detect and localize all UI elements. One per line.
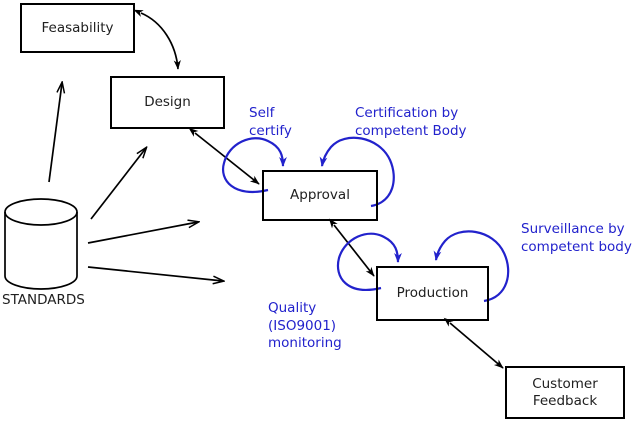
standards-cylinder-shape [4,198,78,290]
connector-production-customer-feedback [443,317,504,369]
connector-feasability-design [133,9,181,70]
loop-certification-by-competent-body [319,136,395,208]
node-customer-feedback[interactable]: Customer Feedback [505,366,625,419]
node-approval-label: Approval [290,187,350,204]
node-production[interactable]: Production [376,266,489,321]
node-feasability[interactable]: Feasability [20,3,135,53]
standards-datastore-label: STANDARDS [2,292,85,308]
node-production-label: Production [396,285,469,302]
connector-design-approval [188,127,260,185]
node-approval[interactable]: Approval [262,170,378,221]
node-design-label: Design [144,94,191,111]
connector-approval-production [328,218,375,277]
annotation-quality-iso9001-monitoring: Quality (ISO9001) monitoring [268,300,342,352]
loop-quality-iso9001-monitoring [336,232,402,291]
node-feasability-label: Feasability [41,19,114,36]
annotation-certification-by-competent-body: Certification by competent Body [355,105,467,139]
connector-standards-production [87,266,223,281]
annotation-self-certify: Self certify [249,105,292,139]
loop-self-certify [221,137,287,193]
connector-standards-approval [87,222,198,244]
loop-surveillance-by-competent-body [433,230,510,303]
node-customer-feedback-label: Customer Feedback [532,375,598,409]
connector-standards-design [90,148,146,220]
node-design[interactable]: Design [110,76,225,129]
annotation-surveillance-by-competent-body: Surveillance by competent body [521,221,632,255]
connector-standards-feasability [48,83,62,183]
